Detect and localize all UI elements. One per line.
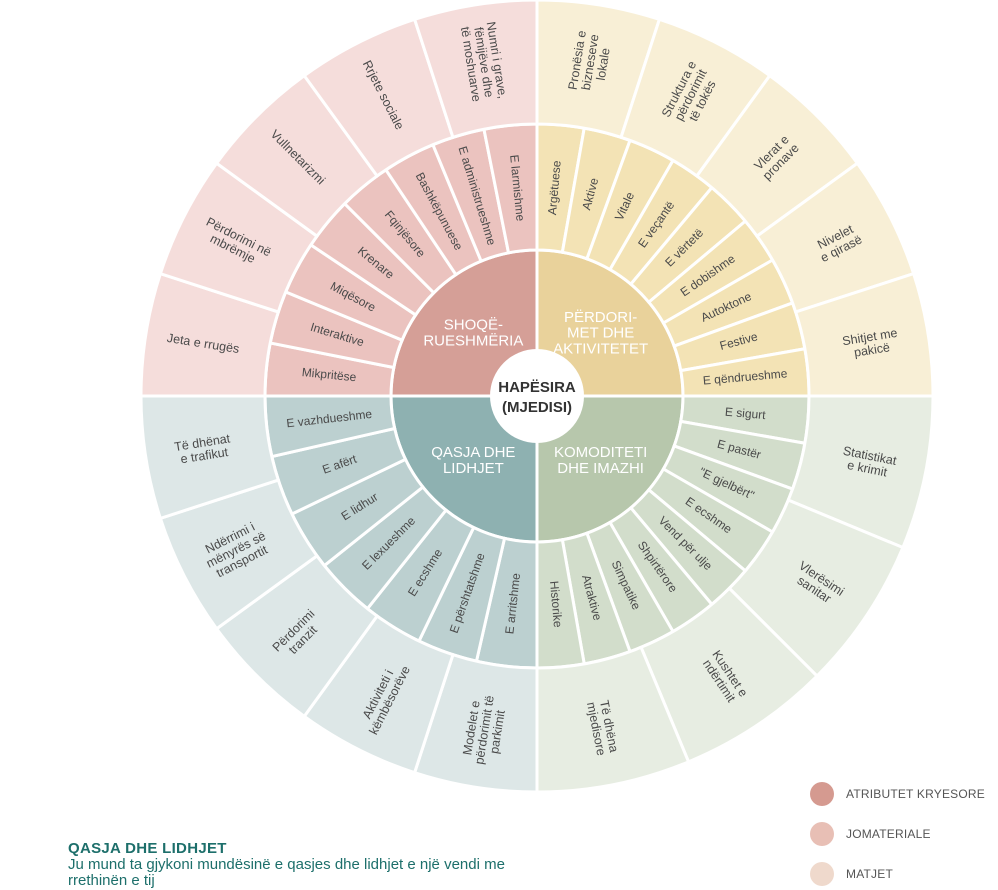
- caption: QASJA DHE LIDHJET Ju mund ta gjykoni mun…: [68, 840, 508, 889]
- intangible-label: E arritshme: [502, 572, 523, 635]
- wheel-center: HAPËSIRA (MJEDISI): [490, 349, 584, 443]
- wheel-rings: [139, 0, 935, 794]
- center-circle: [490, 349, 584, 443]
- core-label-komoditeti-line: KOMODITETI: [554, 444, 647, 461]
- measurement-label-line: parkimit: [487, 709, 508, 755]
- measurement-label-line: lokale: [594, 47, 613, 81]
- core-label-perdorimet-line: PËRDORI-: [564, 309, 637, 326]
- intangible-label: Historike: [547, 580, 565, 628]
- core-label-komoditeti-line: DHE IMAZHI: [557, 460, 644, 477]
- center-label-line1: HAPËSIRA: [498, 379, 576, 396]
- caption-title: QASJA DHE LIDHJET: [68, 840, 227, 857]
- core-label-perdorimet-line: AKTIVITETET: [553, 340, 648, 357]
- measurement-label: Modelet epërdorimit tëparkimit: [459, 692, 510, 767]
- legend-dot-measurements: [810, 862, 834, 886]
- core-label-qasja-line: LIDHJET: [443, 460, 504, 477]
- intangible-label: Argëtuese: [545, 160, 564, 216]
- measurement-label: Struktura epërdorimittë tokës: [659, 59, 723, 132]
- legend-dot-core: [810, 782, 834, 806]
- center-label-line2: (MJEDISI): [502, 399, 572, 416]
- core-label-shoqerueshmeria: SHOQË-RUESHMËRIA: [423, 317, 523, 350]
- core-label-qasja-line: QASJA DHE: [431, 444, 515, 461]
- outer-sector: [139, 394, 281, 521]
- caption-body: Ju mund ta gjykoni mundësinë e qasjes dh…: [68, 856, 505, 889]
- core-label-shoqerueshmeria-line: RUESHMËRIA: [423, 332, 523, 349]
- core-label-shoqerueshmeria-line: SHOQË-: [444, 317, 503, 334]
- intangible-label: E sigurt: [724, 405, 766, 423]
- intangible-label: E larmishme: [507, 154, 528, 222]
- legend-label-core: ATRIBUTET KRYESORE: [846, 787, 985, 801]
- measurement-label-line: pakicë: [853, 340, 891, 359]
- legend-label-intangibles: JOMATERIALE: [846, 827, 931, 841]
- measurement-label: Shitjet mepakicë: [841, 326, 900, 361]
- intangible-label: Mikpritëse: [301, 365, 357, 384]
- core-label-perdorimet-line: MET DHE: [567, 325, 634, 342]
- legend-label-measurements: MATJET: [846, 867, 893, 881]
- legend-dot-intangibles: [810, 822, 834, 846]
